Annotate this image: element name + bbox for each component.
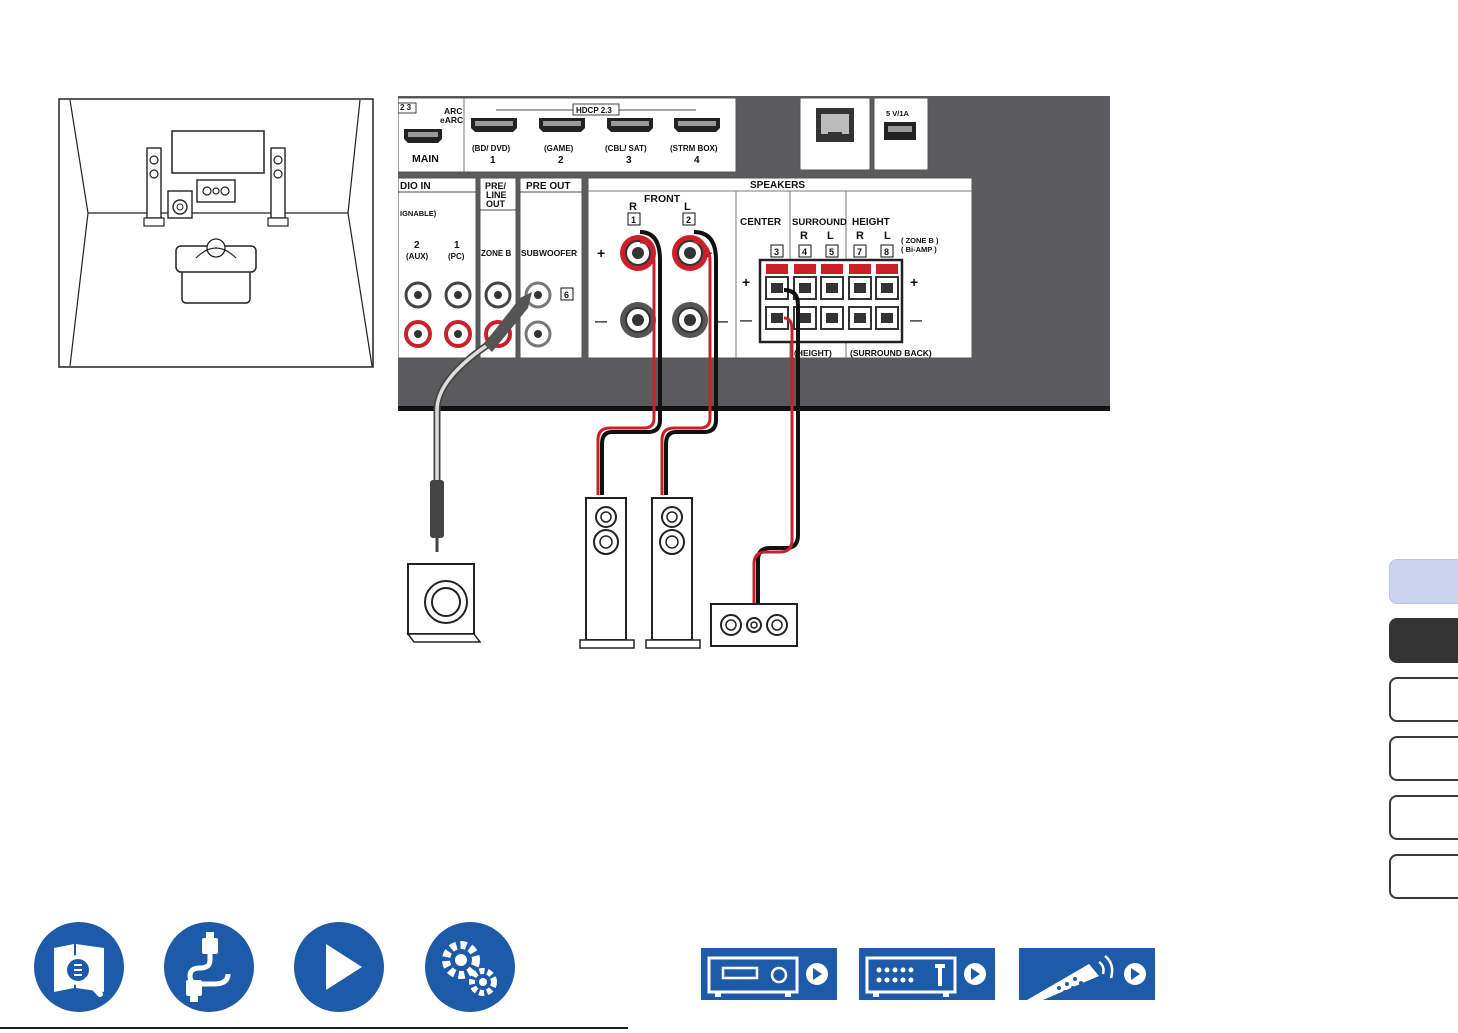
remote-icon bbox=[1019, 948, 1155, 1000]
front-left-speaker-device-icon bbox=[644, 496, 702, 650]
contents-button[interactable] bbox=[34, 922, 124, 1012]
contents-icon bbox=[34, 922, 124, 1012]
playback-button[interactable] bbox=[294, 922, 384, 1012]
setup-button[interactable] bbox=[425, 922, 515, 1012]
footer-rule bbox=[0, 1027, 628, 1029]
rear-panel-icon bbox=[859, 948, 995, 1000]
rear-panel-button[interactable] bbox=[859, 948, 995, 1000]
connection-cables bbox=[0, 0, 1120, 660]
remote-button[interactable] bbox=[1019, 948, 1155, 1000]
chapter-tab-4[interactable] bbox=[1389, 736, 1458, 781]
front-right-speaker-device-icon bbox=[578, 496, 636, 650]
chapter-tab-6[interactable] bbox=[1389, 854, 1458, 899]
chapter-tab-5[interactable] bbox=[1389, 795, 1458, 840]
connections-button[interactable] bbox=[164, 922, 254, 1012]
playback-icon bbox=[294, 922, 384, 1012]
setup-icon bbox=[425, 922, 515, 1012]
center-speaker-device-icon bbox=[708, 602, 800, 650]
connections-icon bbox=[164, 922, 254, 1012]
front-panel-button[interactable] bbox=[701, 948, 837, 1000]
chapter-tab-2-active[interactable] bbox=[1389, 618, 1458, 663]
chapter-tab-1[interactable] bbox=[1389, 559, 1458, 604]
subwoofer-device-icon bbox=[402, 562, 482, 650]
front-panel-icon bbox=[701, 948, 837, 1000]
chapter-tab-3[interactable] bbox=[1389, 677, 1458, 722]
